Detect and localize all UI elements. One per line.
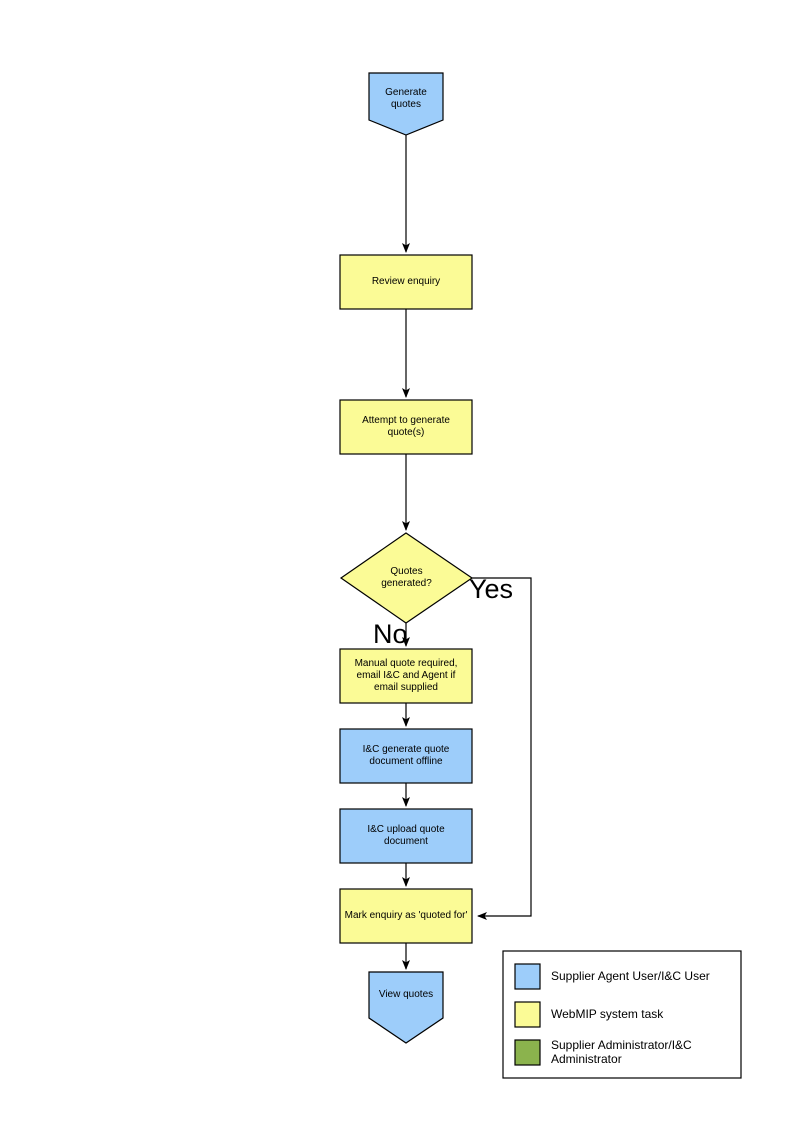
nodes	[339, 72, 474, 1044]
node-mark-enquiry-quoted-for[interactable]	[339, 888, 473, 944]
node-view-quotes[interactable]	[368, 971, 444, 1044]
legend-label-user: Supplier Agent User/I&C User	[551, 969, 710, 983]
legend-label-admin: Supplier Administrator/I&C Administrator	[551, 1038, 692, 1066]
legend-swatch-admin	[514, 1039, 541, 1066]
connectors	[402, 135, 532, 970]
node-review-enquiry[interactable]	[339, 254, 473, 310]
legend-swatch-user	[514, 963, 541, 990]
node-ic-generate-quote-offline[interactable]	[339, 728, 473, 784]
legend-label-system: WebMIP system task	[551, 1007, 664, 1021]
node-ic-upload-quote-document[interactable]	[339, 808, 473, 864]
legend-border	[502, 950, 742, 1079]
branch-label-no: No	[373, 619, 408, 649]
legend	[502, 950, 742, 1079]
node-manual-quote-required[interactable]	[339, 648, 473, 704]
node-attempt-generate-quotes[interactable]	[339, 399, 473, 455]
edge-decision-yes-to-mark	[472, 577, 532, 920]
legend-swatch-system	[514, 1001, 541, 1028]
branch-label-yes: Yes	[469, 574, 514, 604]
node-quotes-generated-decision[interactable]	[339, 532, 474, 624]
node-generate-quotes[interactable]	[368, 72, 444, 136]
